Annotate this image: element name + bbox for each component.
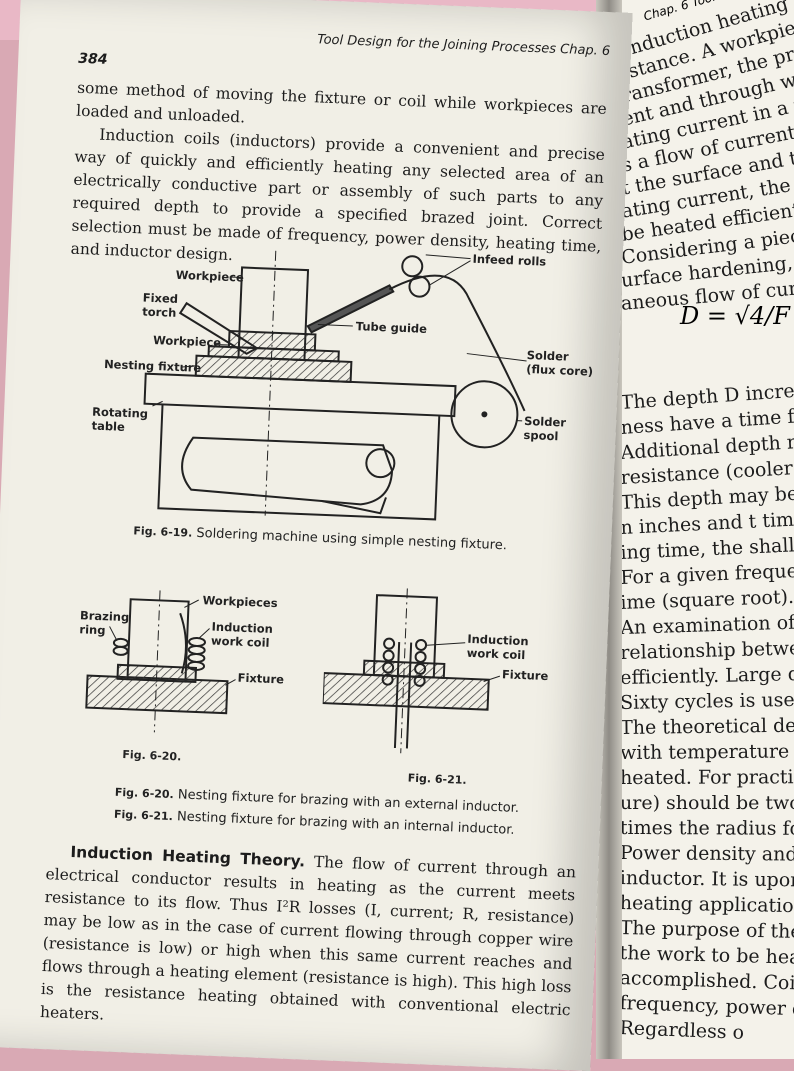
right-page-line: heating application is larg xyxy=(620,892,794,918)
label-fig21-work-coil: work coil xyxy=(467,646,526,662)
caption-fig-6-20-num: Fig. 6-20. xyxy=(115,786,174,801)
right-page-line: Power density and he xyxy=(620,842,794,866)
label-workpiece-mid: Workpiece xyxy=(153,333,222,350)
right-page-line: Regardless o xyxy=(619,1017,744,1044)
fig-6-20-tag: Fig. 6-20. xyxy=(122,747,181,764)
right-page-line: The theoretical depth xyxy=(620,714,794,739)
fig-6-20-tag-text: Fig. 6-20. xyxy=(122,748,181,763)
infeed-roll-top xyxy=(402,256,423,277)
right-page-line: the work to be heated is c xyxy=(619,942,794,971)
right-page: Chap. 6 Tool De Induction heating is ais… xyxy=(616,0,794,1059)
right-page-line: heated. For practical purp xyxy=(620,766,794,789)
right-page-line: inductor. It is upon the i xyxy=(620,867,794,892)
fig21-fixture xyxy=(323,673,489,710)
left-page: Tool Design for the Joining Processes Ch… xyxy=(0,0,633,1071)
fig-6-21-tag-text: Fig. 6-21. xyxy=(407,772,466,787)
figure-6-20: Brazing ring Workpieces Induction work c… xyxy=(75,579,321,749)
page-number: 384 xyxy=(78,51,108,68)
fig20-brazing-ring xyxy=(113,639,128,656)
right-page-line: times the radius for surfac xyxy=(620,817,794,840)
label-nesting-fixture: Nesting fixture xyxy=(104,357,202,375)
label-solder-spool-2: spool xyxy=(523,428,558,443)
label-fig20-fixture: Fixture xyxy=(237,671,284,687)
label-brazing-ring-2: ring xyxy=(79,622,106,637)
right-page-line: efficiently. Large diamete xyxy=(620,662,794,689)
label-fig20-work-coil: work coil xyxy=(211,634,270,650)
label-workpieces: Workpieces xyxy=(202,593,278,610)
label-fixed-torch: Fixed xyxy=(143,291,179,306)
right-page-line: with temperature and mu xyxy=(620,740,794,764)
right-page-line: Sixty cycles is used efficien xyxy=(620,687,794,714)
label-fig21-fixture: Fixture xyxy=(502,667,549,683)
right-page-line: frequency, power den xyxy=(619,992,794,1021)
label-fixed-torch-2: torch xyxy=(142,305,177,320)
right-page-line: The purpose of the in xyxy=(620,917,794,943)
right-page-line: relationship between frequ xyxy=(620,635,794,664)
figure-6-19: Infeed rolls Workpiece Fixed torch Tube … xyxy=(80,223,611,534)
drive-pulley xyxy=(366,449,395,478)
label-workpiece-top: Workpiece xyxy=(175,268,244,285)
page-header: Tool Design for the Joining Processes Ch… xyxy=(80,11,620,33)
right-page-line: An examination of the xyxy=(620,611,794,639)
right-page-line: ime (square root). xyxy=(620,586,794,614)
caption-fig-6-19-text: Soldering machine using simple nesting f… xyxy=(196,526,507,553)
fig-6-21-tag: Fig. 6-21. xyxy=(407,771,466,788)
right-page-line: ure) should be two to th xyxy=(620,792,794,814)
label-rotating-table-2: table xyxy=(91,419,125,434)
running-head: Tool Design for the Joining Processes Ch… xyxy=(317,32,611,59)
fig20-coil xyxy=(188,638,205,671)
section-text: The flow of current through an electrica… xyxy=(40,853,577,1024)
induction-theory-section: Induction Heating Theory. The flow of cu… xyxy=(40,840,577,1045)
caption-fig-6-21-num: Fig. 6-21. xyxy=(114,808,173,823)
depth-formula: D = √4/F xyxy=(680,302,790,330)
section-heading: Induction Heating Theory. xyxy=(70,843,305,870)
label-tube-guide: Tube guide xyxy=(356,319,428,336)
caption-fig-6-19-num: Fig. 6-19. xyxy=(133,524,192,539)
label-infeed-rolls: Infeed rolls xyxy=(472,252,546,269)
figure-6-21: Induction work coil Fixture xyxy=(321,585,568,764)
drive-belt xyxy=(181,437,393,505)
label-flux-core: (flux core) xyxy=(526,362,593,379)
